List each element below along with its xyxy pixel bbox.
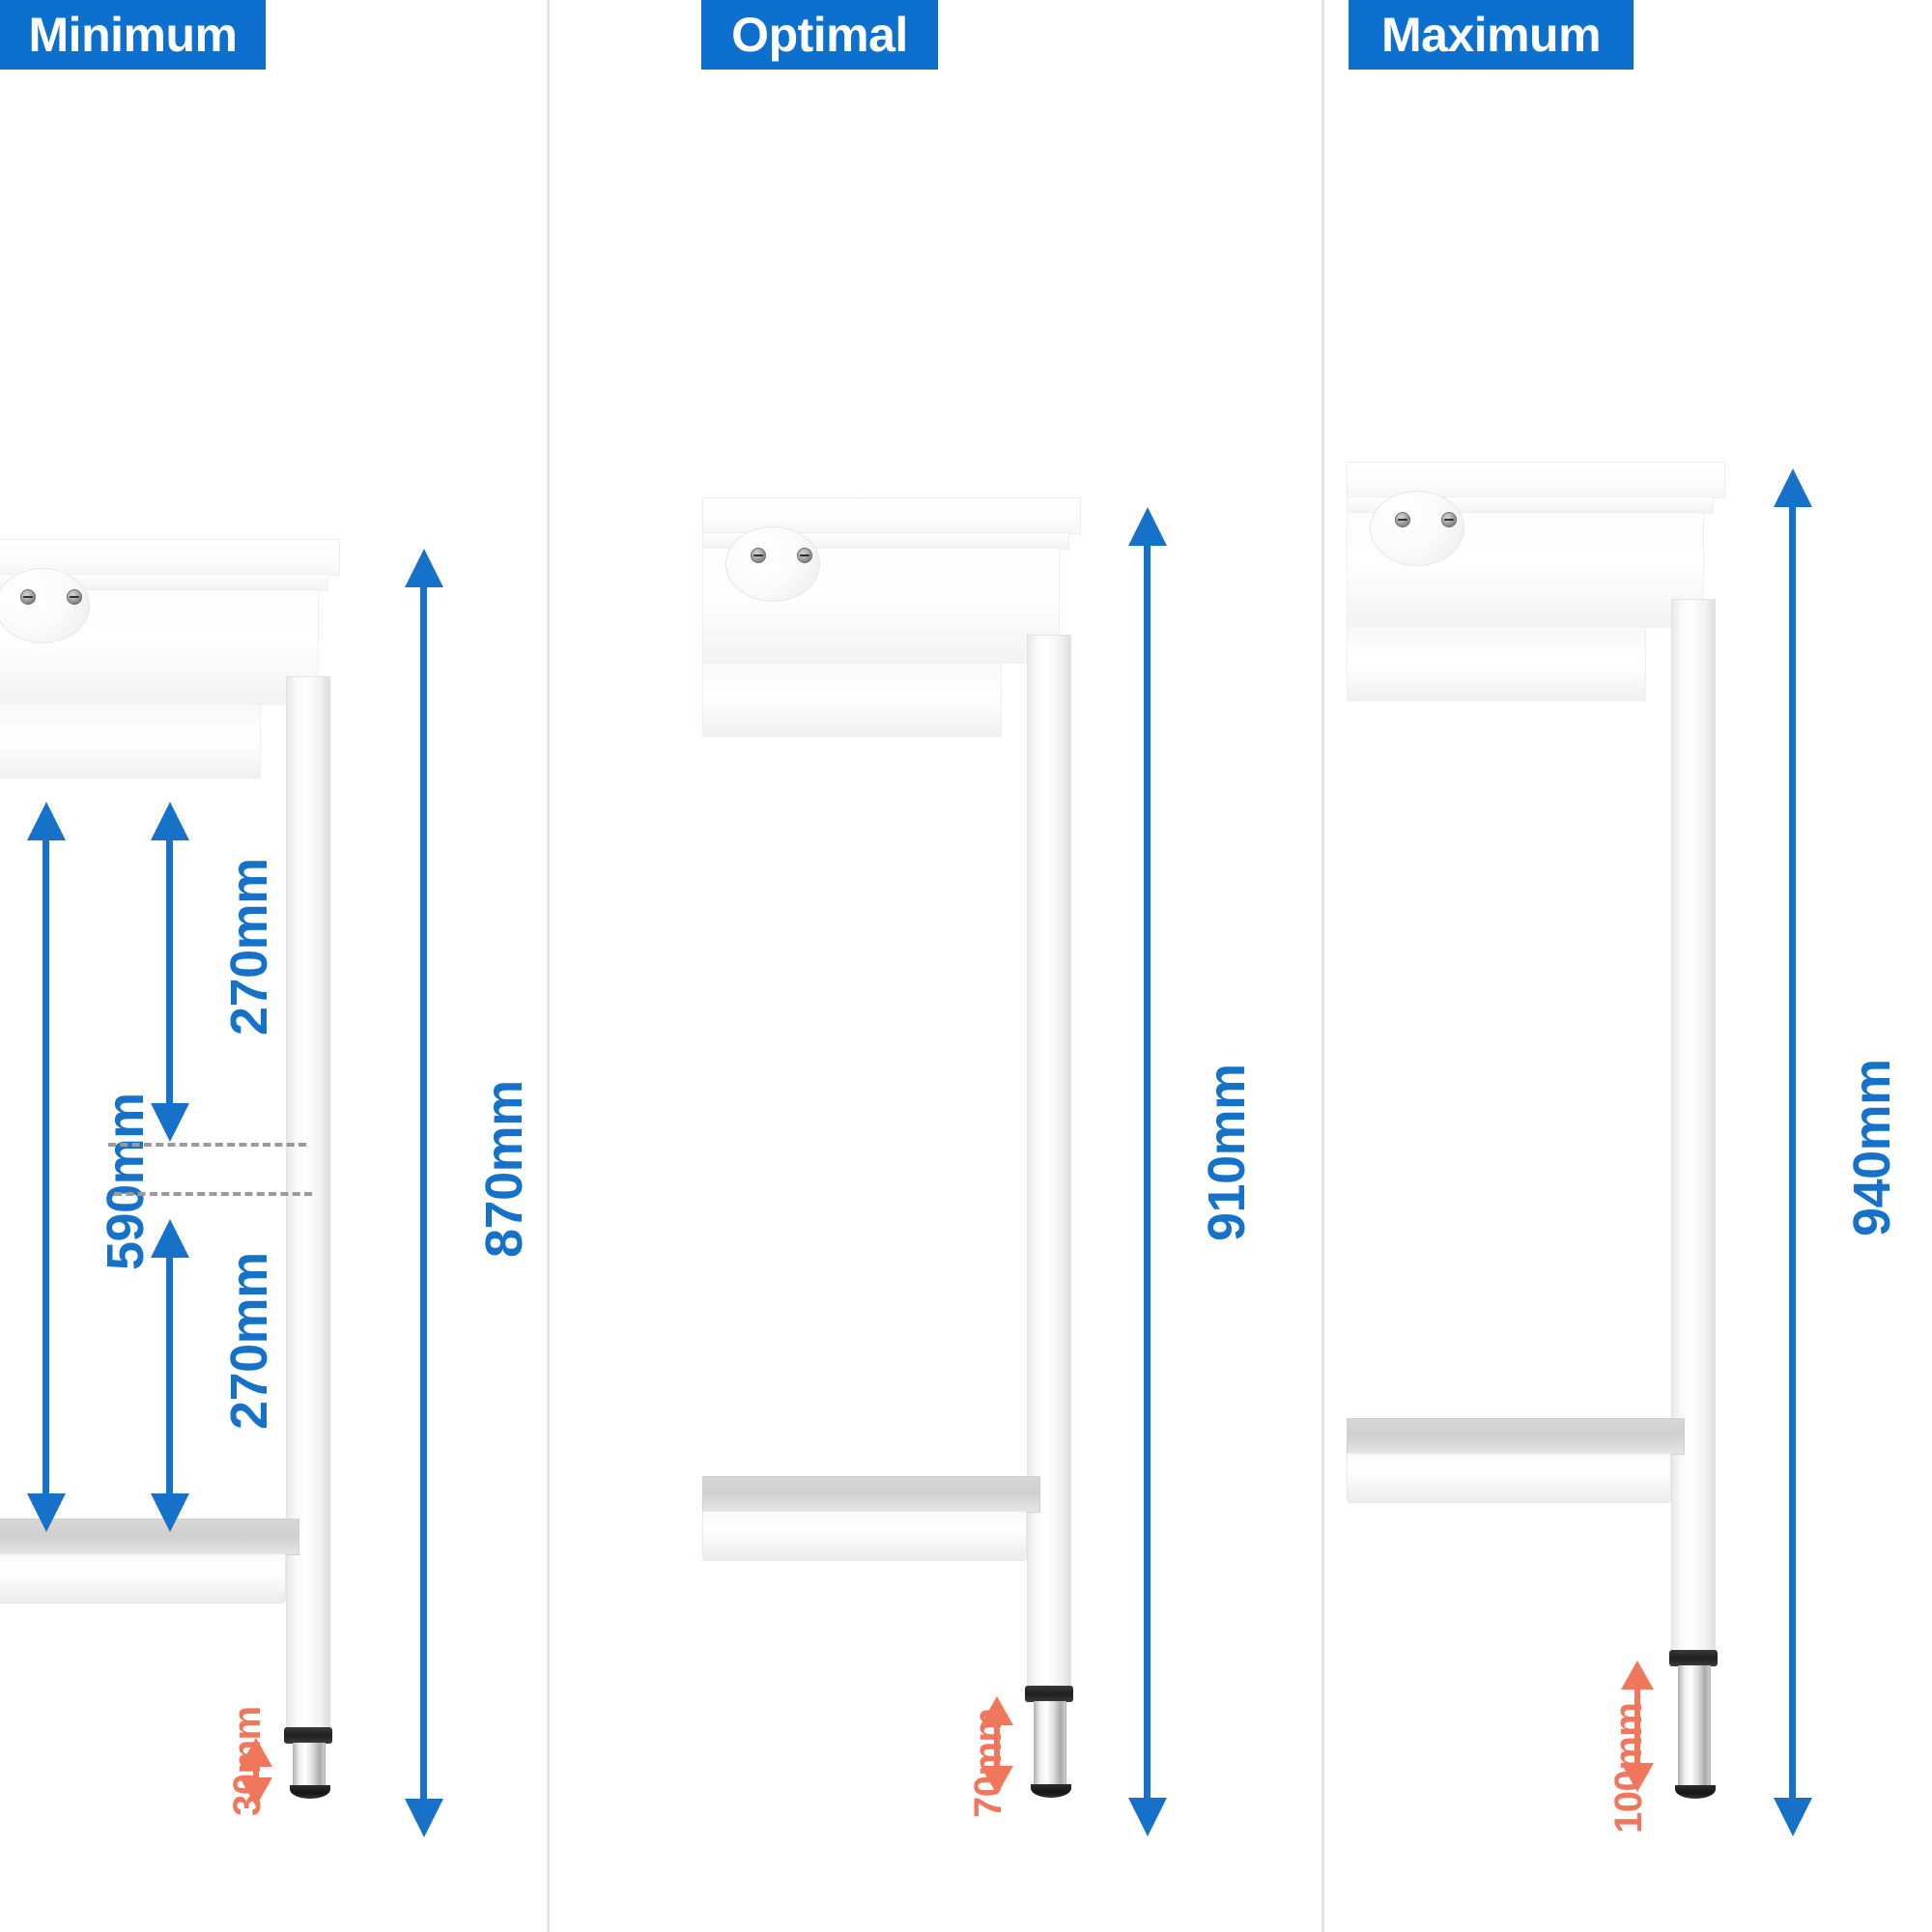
dim-100-arrow-bottom — [1621, 1763, 1654, 1792]
banner-minimum-label: Minimum — [28, 8, 238, 62]
undershelf-top-opt — [702, 1476, 1040, 1513]
frame-rail-upper-opt — [702, 662, 1002, 737]
dim-940-arrow-bottom — [1774, 1798, 1812, 1836]
dim-270-lower-arrow-bottom — [151, 1493, 189, 1532]
dim-30-label: 30mm — [226, 1706, 269, 1816]
undershelf-front-min — [0, 1553, 286, 1604]
banner-optimal-label: Optimal — [731, 8, 908, 62]
dim-100-line — [1634, 1686, 1640, 1765]
dim-100-label: 100mm — [1607, 1702, 1650, 1833]
dim-70-arrow-bottom — [980, 1766, 1013, 1795]
bracket-screw-right-min — [67, 589, 82, 605]
bracket-screw-left-min — [20, 589, 36, 605]
adjustable-foot-stem-min — [293, 1743, 326, 1789]
bracket-screw-left-opt — [751, 548, 766, 563]
dim-70-line — [994, 1721, 1000, 1768]
dim-870-line — [420, 580, 427, 1804]
clearance-dash-line-lower — [114, 1192, 312, 1196]
table-leg-front-opt — [1027, 635, 1071, 1690]
panel-divider-1 — [547, 0, 550, 1932]
mounting-bracket-opt — [725, 526, 820, 602]
dim-590-line — [43, 833, 49, 1499]
dim-100-arrow-top — [1621, 1661, 1654, 1690]
mounting-bracket-max — [1370, 491, 1464, 566]
banner-maximum-label: Maximum — [1380, 8, 1602, 62]
mounting-bracket-min — [0, 568, 90, 643]
dim-270-upper-arrow-bottom — [151, 1103, 189, 1142]
foot-pad-opt — [1031, 1784, 1071, 1798]
bracket-screw-right-opt — [797, 548, 812, 563]
foot-collar-opt — [1025, 1686, 1073, 1702]
foot-collar-min — [284, 1727, 332, 1744]
foot-pad-max — [1675, 1785, 1716, 1799]
banner-minimum: Minimum — [0, 0, 266, 70]
bracket-screw-right-max — [1441, 512, 1457, 527]
adjustable-foot-stem-opt — [1034, 1701, 1066, 1788]
foot-collar-max — [1669, 1650, 1718, 1666]
dim-910-label: 910mm — [1198, 1064, 1256, 1241]
frame-rail-upper-min — [0, 703, 261, 779]
table-leg-front-min — [286, 676, 330, 1731]
dim-270-upper-line — [166, 833, 173, 1113]
dim-30-arrow-bottom — [240, 1777, 272, 1806]
dim-940-line — [1789, 499, 1796, 1804]
undershelf-top-max — [1347, 1418, 1685, 1455]
dim-270-upper-label: 270mm — [220, 858, 278, 1036]
dim-590-label: 590mm — [97, 1093, 155, 1270]
clearance-dash-line-upper — [108, 1143, 306, 1147]
banner-optimal: Optimal — [701, 0, 938, 70]
panel-divider-2 — [1321, 0, 1324, 1932]
tabletop-front-apron-opt — [702, 548, 1060, 664]
dim-910-arrow-bottom — [1128, 1798, 1167, 1836]
foot-pad-min — [290, 1785, 330, 1799]
dim-910-line — [1144, 538, 1151, 1804]
dim-270-lower-line — [166, 1250, 173, 1499]
undershelf-front-max — [1347, 1453, 1671, 1503]
banner-maximum: Maximum — [1349, 0, 1634, 70]
dim-870-label: 870mm — [475, 1080, 533, 1258]
frame-rail-upper-max — [1347, 626, 1646, 701]
dim-30-line — [253, 1762, 259, 1781]
undershelf-front-opt — [702, 1511, 1027, 1561]
dim-870-arrow-bottom — [405, 1799, 443, 1837]
adjustable-foot-stem-max — [1678, 1665, 1711, 1789]
dim-270-lower-label: 270mm — [220, 1252, 278, 1430]
dim-70-arrow-top — [980, 1696, 1013, 1725]
bracket-screw-left-max — [1395, 512, 1410, 527]
dim-940-label: 940mm — [1843, 1059, 1901, 1236]
table-leg-front-max — [1671, 599, 1716, 1654]
dim-590-arrow-bottom — [27, 1493, 66, 1532]
dim-70-label: 70mm — [967, 1708, 1009, 1818]
